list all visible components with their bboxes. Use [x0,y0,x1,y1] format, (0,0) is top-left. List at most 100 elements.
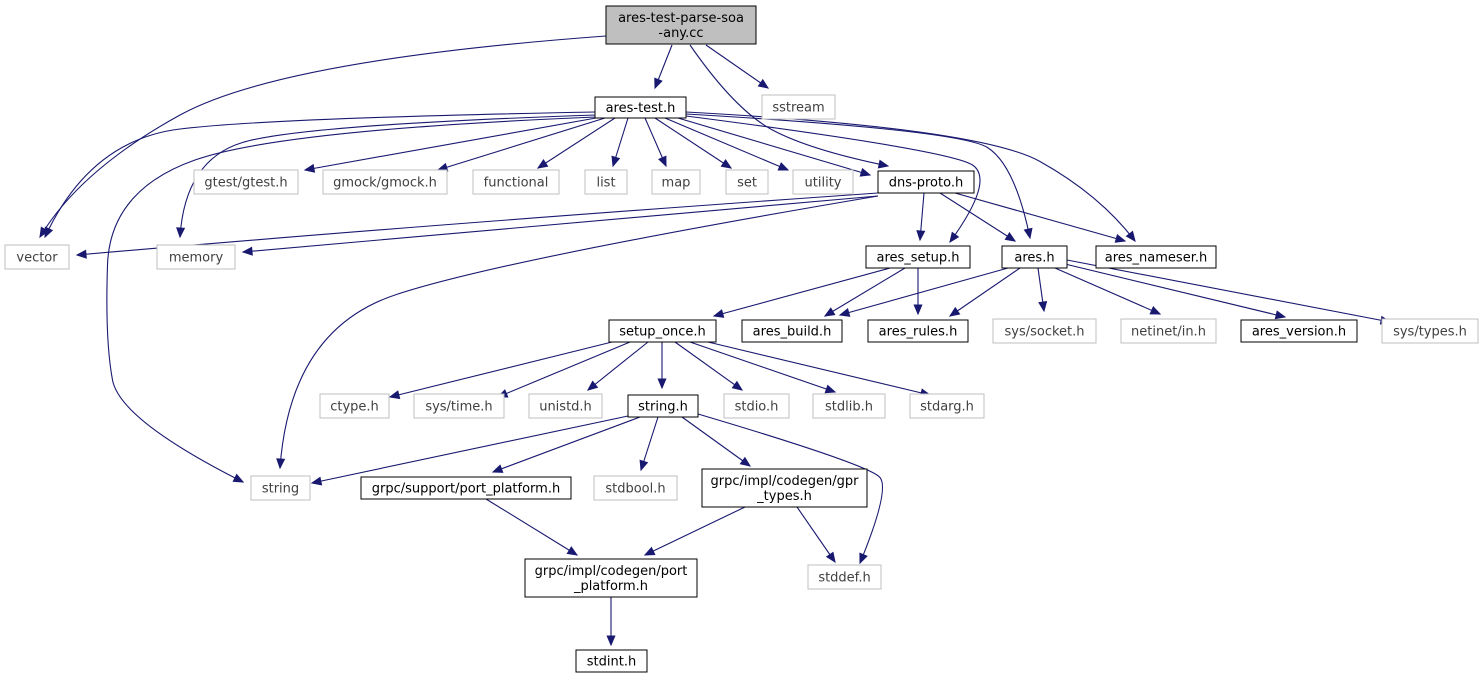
edge-ares_h-to-sys_types [1066,259,1392,325]
node-ares-rules[interactable]: ares_rules.h [867,319,969,343]
node-box [250,475,311,501]
node-map: map [651,169,701,195]
node-label: stdint.h [587,655,636,670]
edge-ares_test-to-map [644,117,667,168]
arrow-head [739,456,752,467]
edge-ares_h-to-ares_version [1064,263,1287,320]
edge-grpc_codegen_pp-to-stdint [606,597,616,647]
node-string-h[interactable]: string.h [627,394,699,418]
arrow-head [1274,310,1287,320]
edge-dns_proto-to-ares_nameser [954,192,1127,243]
node-box [1240,319,1358,343]
arrow-head [859,167,872,177]
node-label: -any.cc [658,26,703,41]
node-label: ares_setup.h [876,251,959,266]
node-sys-socket: sys/socket.h [992,318,1097,344]
node-label: string.h [638,400,688,415]
arrow-head [916,230,926,242]
node-label: ares_rules.h [879,325,958,340]
node-netinet-in: netinet/in.h [1120,318,1217,344]
node-ares-version[interactable]: ares_version.h [1240,319,1358,343]
node-box [1095,245,1217,269]
node-ares-test[interactable]: ares-test.h [594,96,687,119]
node-label: ares_build.h [753,325,832,340]
node-stddef: stddef.h [807,564,882,590]
edge-ares_h-to-ares_rules [948,267,1021,317]
node-ares-setup[interactable]: ares_setup.h [865,245,971,269]
arrow-head [1004,232,1017,242]
edge-ares_h-to-netinet_in [1054,267,1162,315]
edge-setup_once-to-ctype [388,341,613,400]
node-utility: utility [792,169,854,195]
edge-dns_proto-to-ares_h [939,192,1017,242]
node-box [413,393,505,419]
node-label: vector [16,251,58,266]
edge-ares_test-to-set [654,117,733,169]
edge-ares_test-to-vector [44,111,597,239]
node-box [360,476,572,500]
edge-dns_proto-to-ares_setup [916,192,926,242]
node-box [701,468,868,508]
edge-dns_proto-to-string [276,195,879,470]
edge-ares_test-to-string [106,116,597,483]
edge-ares_test-to-ares_setup [685,115,981,244]
node-dns-proto[interactable]: dns-proto.h [877,170,975,194]
node-grpc-gpr-types[interactable]: grpc/impl/codegen/gpr_types.h [701,468,868,508]
edge-dns_proto-to-memory [241,195,879,256]
arrow-head [176,227,186,239]
node-grpc-codegen-pp[interactable]: grpc/impl/codegen/port_platform.h [524,558,698,598]
node-grpc-support-pp[interactable]: grpc/support/port_platform.h [360,476,572,500]
node-label: netinet/in.h [1131,325,1206,340]
node-label: ctype.h [330,400,379,415]
arrow-head [1038,300,1048,313]
node-box [1120,318,1217,344]
arrow-head [586,380,599,391]
edge-string_h-to-grpc_support_pp [491,416,641,473]
node-string: string [250,475,311,501]
node-box [725,169,769,195]
node-box [651,169,701,195]
node-label: stdarg.h [920,400,974,415]
node-setup-once[interactable]: setup_once.h [608,319,717,343]
node-label: map [662,176,691,191]
node-box [865,245,971,269]
edge-ares_test-to-dns_proto [677,117,872,177]
node-ares-h[interactable]: ares.h [1001,245,1068,269]
node-ares-nameser[interactable]: ares_nameser.h [1095,245,1217,269]
node-stdint[interactable]: stdint.h [575,649,648,673]
node-box [807,564,882,590]
node-ctype: ctype.h [319,393,390,419]
node-box [627,394,699,418]
node-gmock: gmock/gmock.h [322,169,448,195]
node-box [575,649,648,673]
node-root: ares-test-parse-soa-any.cc [605,5,757,45]
node-set: set [725,169,769,195]
node-label: grpc/support/port_platform.h [372,482,560,497]
node-label: gtest/gtest.h [204,176,287,191]
node-label: ares-test-parse-soa [618,11,744,26]
node-label: _types.h [756,489,812,504]
node-functional: functional [472,169,560,195]
node-gtest: gtest/gtest.h [193,169,299,195]
node-box [792,169,854,195]
arrow-head [720,158,733,169]
node-label: stdio.h [735,400,779,415]
node-label: sys/types.h [1393,325,1467,340]
arrow-head [1023,227,1033,240]
node-box [992,318,1097,344]
node-label: stdbool.h [605,482,665,497]
node-label: ares_nameser.h [1105,251,1207,266]
arrow-head [948,306,961,317]
node-stdarg: stdarg.h [909,393,985,419]
edge-ares_setup-to-ares_build [823,267,906,317]
edge-ares_test-to-gtest [303,117,597,173]
node-box [867,319,969,343]
node-box [193,169,299,195]
node-label: ares_version.h [1252,325,1346,340]
arrow-head [913,304,923,316]
node-box [605,5,757,45]
node-ares-build[interactable]: ares_build.h [741,319,843,343]
arrow-head [388,390,401,400]
node-box [322,169,448,195]
